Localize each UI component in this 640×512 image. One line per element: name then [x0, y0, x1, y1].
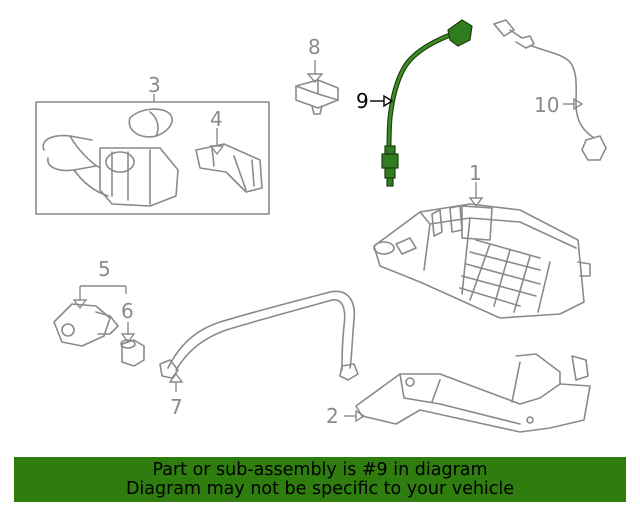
- callout-7[interactable]: 7: [170, 395, 183, 419]
- info-banner: Part or sub-assembly is #9 in diagram Di…: [14, 457, 626, 502]
- callout-3[interactable]: 3: [148, 73, 161, 97]
- callout-8[interactable]: 8: [308, 35, 321, 59]
- part-6-fitting[interactable]: [120, 339, 145, 367]
- part-2-bracket[interactable]: [355, 353, 591, 433]
- part-1-canister[interactable]: [373, 203, 591, 319]
- part-7-hose[interactable]: [159, 290, 359, 381]
- callout-6[interactable]: 6: [121, 299, 134, 323]
- callout-9[interactable]: 9: [356, 89, 369, 113]
- part-3-assembly[interactable]: [35, 101, 270, 215]
- part-5-connector[interactable]: [53, 303, 119, 347]
- callout-1[interactable]: 1: [469, 161, 482, 185]
- callout-10[interactable]: 10: [534, 93, 559, 117]
- parts-diagram: 8 3 4 9 10 1 5 6 7 2: [35, 19, 607, 433]
- part-9-oxygen-sensor[interactable]: [381, 19, 473, 187]
- part-10-sensor[interactable]: [493, 19, 607, 161]
- callout-5[interactable]: 5: [98, 257, 111, 281]
- banner-line-1: Part or sub-assembly is #9 in diagram: [152, 460, 488, 480]
- banner-line-2: Diagram may not be specific to your vehi…: [125, 479, 515, 499]
- leader-lines: [72, 60, 584, 423]
- callout-4[interactable]: 4: [210, 107, 223, 131]
- callout-2[interactable]: 2: [326, 404, 339, 428]
- part-8-bracket[interactable]: [295, 79, 339, 115]
